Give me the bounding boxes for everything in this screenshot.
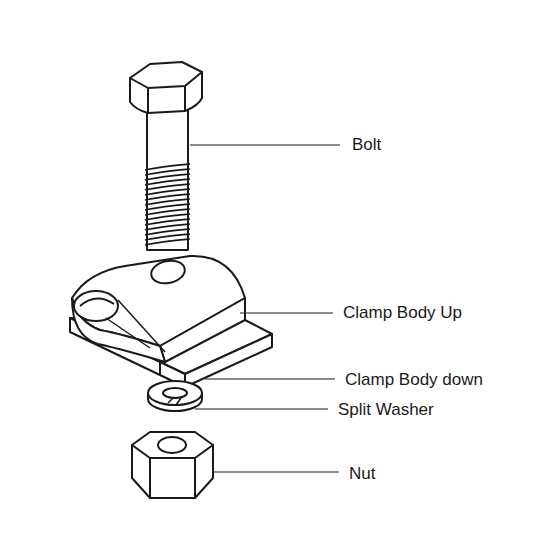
clamp-body-up xyxy=(72,256,245,362)
thread-stroke xyxy=(145,239,190,245)
part-label: Split Washer xyxy=(338,400,434,420)
bolt xyxy=(130,62,202,250)
part-label: Clamp Body down xyxy=(345,370,483,390)
part-label: Bolt xyxy=(352,135,381,155)
nut xyxy=(132,432,213,498)
part-label: Nut xyxy=(349,464,375,484)
part-label: Clamp Body Up xyxy=(343,303,462,323)
split-washer xyxy=(148,381,202,411)
leader-lines xyxy=(190,145,340,472)
